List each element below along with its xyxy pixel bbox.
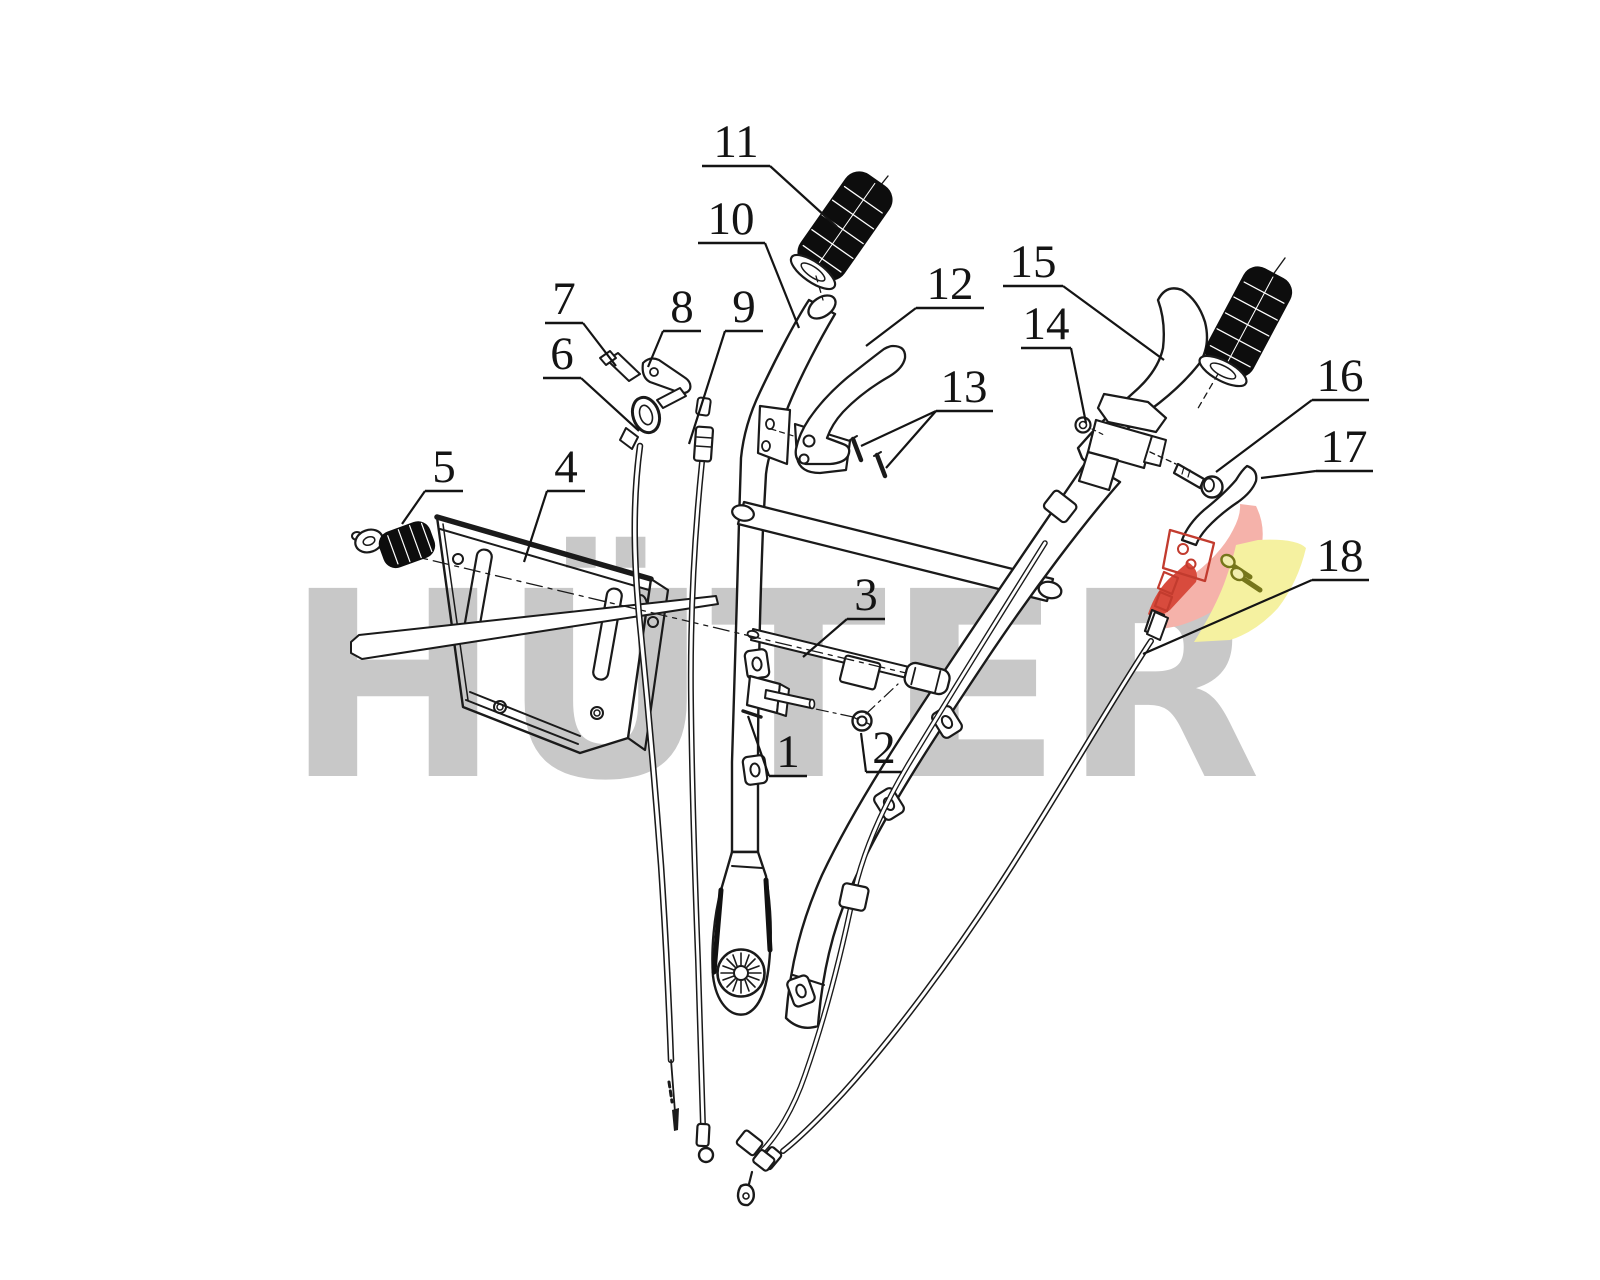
cable-18-fittings (1146, 611, 1169, 641)
callout-leader-8 (646, 330, 665, 368)
logo-bolts (1220, 553, 1263, 593)
throttle-cable-left (631, 442, 679, 1131)
callout-17: 17 (1321, 421, 1368, 473)
callout-11: 11 (713, 116, 758, 168)
axis-dash (865, 683, 899, 715)
cable-clip (786, 974, 816, 1008)
callout-2: 2 (872, 722, 896, 774)
callout-leader-6 (580, 377, 640, 432)
callout-8: 8 (670, 281, 694, 333)
axis-dash (370, 545, 907, 674)
callout-leader-12 (865, 307, 917, 347)
lever-12-mount-plate (756, 404, 792, 466)
callout-leader-14 (1069, 347, 1088, 424)
callout-leader-17 (1260, 469, 1317, 480)
callout-leader-10 (763, 242, 801, 329)
callout-12: 12 (927, 258, 974, 310)
bolt-7 (599, 350, 641, 382)
grip-right (1196, 257, 1293, 411)
cable-right-throttle (735, 489, 1078, 1207)
pin-bracket-1 (741, 674, 816, 719)
callout-9: 9 (732, 281, 756, 333)
axis-dash (770, 428, 798, 438)
callout-leader-5 (401, 490, 426, 525)
callout-leader-9 (687, 330, 727, 445)
callout-leader-2 (859, 732, 868, 773)
pins-13 (849, 435, 888, 479)
cable-9 (687, 396, 715, 1164)
lever-12 (793, 344, 907, 475)
knob-5 (351, 521, 436, 569)
callout-10: 10 (708, 193, 755, 245)
throttle-housing-right (1074, 392, 1168, 492)
callout-leader-7 (582, 322, 617, 367)
cross-tube (731, 500, 1063, 603)
callout-7: 7 (552, 273, 576, 325)
callout-14: 14 (1023, 298, 1070, 350)
drawing (350, 171, 1293, 1207)
callout-15: 15 (1010, 236, 1057, 288)
callout-leader-4 (522, 490, 549, 563)
nut-2 (851, 710, 873, 732)
callout-4: 4 (554, 441, 578, 493)
callout-13: 13 (941, 361, 988, 413)
callout-1: 1 (776, 726, 800, 778)
support-blade (350, 595, 719, 660)
callout-18: 18 (1317, 530, 1364, 582)
callout-leader-13 (885, 410, 937, 469)
callout-16: 16 (1317, 350, 1364, 402)
grip-11 (789, 171, 893, 301)
callout-5: 5 (432, 441, 456, 493)
callout-leader-18 (1142, 578, 1313, 656)
callout-6: 6 (550, 328, 574, 380)
logo-yellow-band (1194, 539, 1306, 642)
callout-leader-1 (746, 715, 771, 777)
lever-8 (641, 357, 692, 395)
axis-dash (791, 703, 859, 719)
callout-leader-3 (802, 618, 848, 658)
callout-leader-15 (1062, 285, 1165, 361)
cable-clip (743, 648, 771, 680)
bolt-16 (1149, 451, 1224, 499)
starburst (716, 948, 766, 998)
left-tube-bottom-bracket (711, 850, 773, 1016)
callout-leader-16 (1215, 399, 1313, 473)
callout-leader-13 (860, 410, 937, 447)
panel-4 (434, 514, 670, 755)
callout-leader-11 (769, 165, 838, 228)
clamp-6 (619, 387, 687, 450)
callout-3: 3 (854, 569, 878, 621)
